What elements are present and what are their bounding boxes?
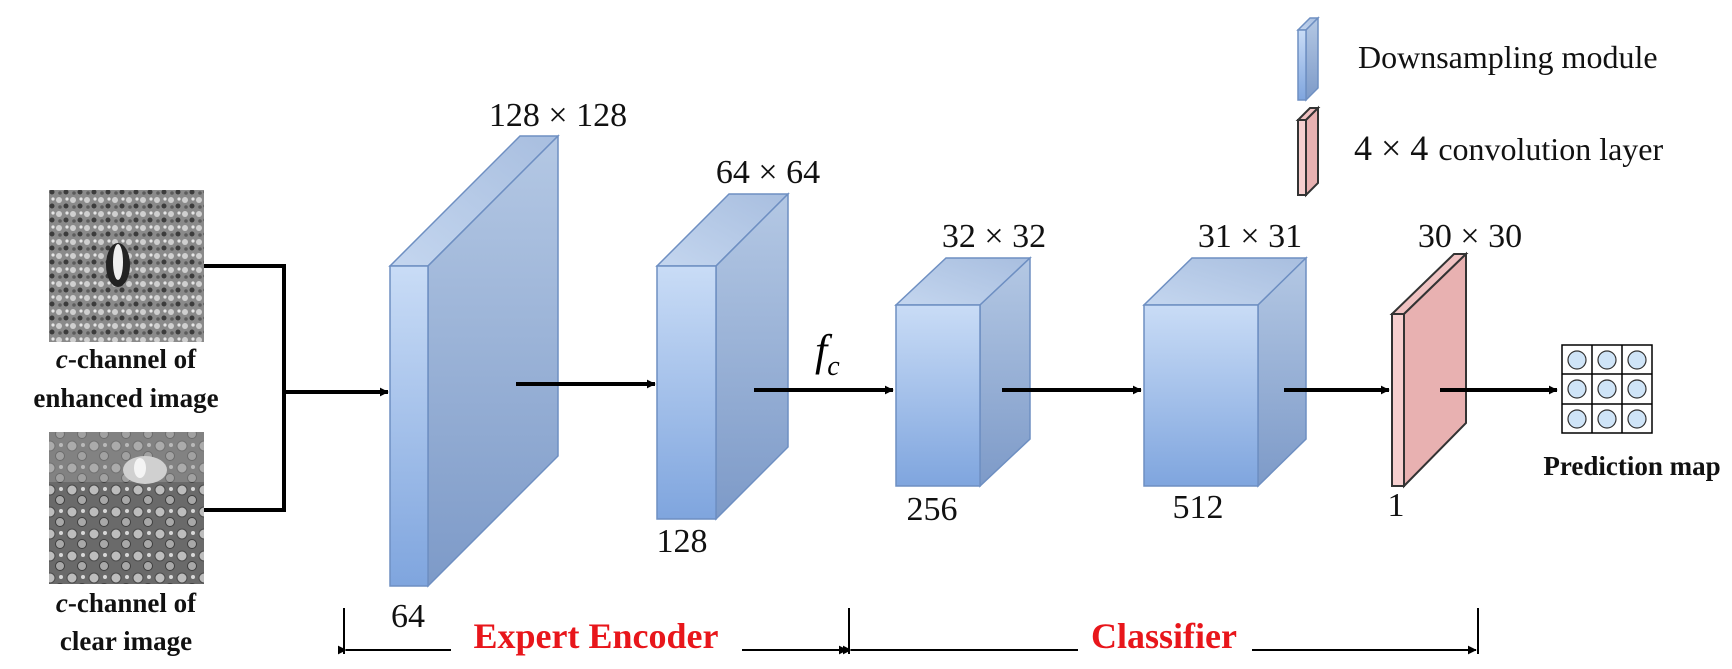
prediction-map-label: Prediction map bbox=[1543, 451, 1720, 481]
block-4-channels: 512 bbox=[1173, 489, 1224, 526]
clear-image-label-line2: clear image bbox=[60, 626, 192, 656]
input-connector bbox=[204, 264, 389, 512]
encoder-block-2 bbox=[655, 192, 790, 521]
expert-encoder-label: Expert Encoder bbox=[474, 616, 719, 656]
block-5-channels: 1 bbox=[1388, 487, 1405, 524]
block-2-size: 64 × 64 bbox=[716, 154, 820, 191]
classifier-block-2 bbox=[1142, 256, 1308, 488]
block-4-size: 31 × 31 bbox=[1198, 218, 1302, 255]
block-2-channels: 128 bbox=[657, 523, 708, 560]
clear-image-label: c-channel of bbox=[56, 588, 197, 618]
flow-arrows bbox=[516, 379, 1558, 395]
encoder-block-1 bbox=[388, 134, 560, 588]
enhanced-image-label-line2: enhanced image bbox=[33, 383, 218, 413]
enhanced-image bbox=[49, 190, 204, 342]
block-1-channels: 64 bbox=[391, 598, 425, 635]
clear-image bbox=[49, 432, 204, 584]
feature-label: fc bbox=[815, 326, 840, 382]
classifier-block-1 bbox=[894, 256, 1032, 488]
block-1-size: 128 × 128 bbox=[489, 97, 627, 134]
classifier-label: Classifier bbox=[1091, 616, 1237, 656]
section-brackets bbox=[337, 608, 1479, 655]
legend-conv-icon bbox=[1295, 105, 1321, 198]
block-3-channels: 256 bbox=[907, 491, 958, 528]
conv-layer bbox=[1389, 251, 1469, 489]
enhanced-image-label: c-channel of bbox=[56, 344, 197, 374]
block-3-size: 32 × 32 bbox=[942, 218, 1046, 255]
prediction-map bbox=[1561, 344, 1653, 434]
legend-downsampling-icon bbox=[1296, 16, 1320, 102]
legend-downsampling-label: Downsampling module bbox=[1358, 39, 1658, 75]
block-5-size: 30 × 30 bbox=[1418, 218, 1522, 255]
